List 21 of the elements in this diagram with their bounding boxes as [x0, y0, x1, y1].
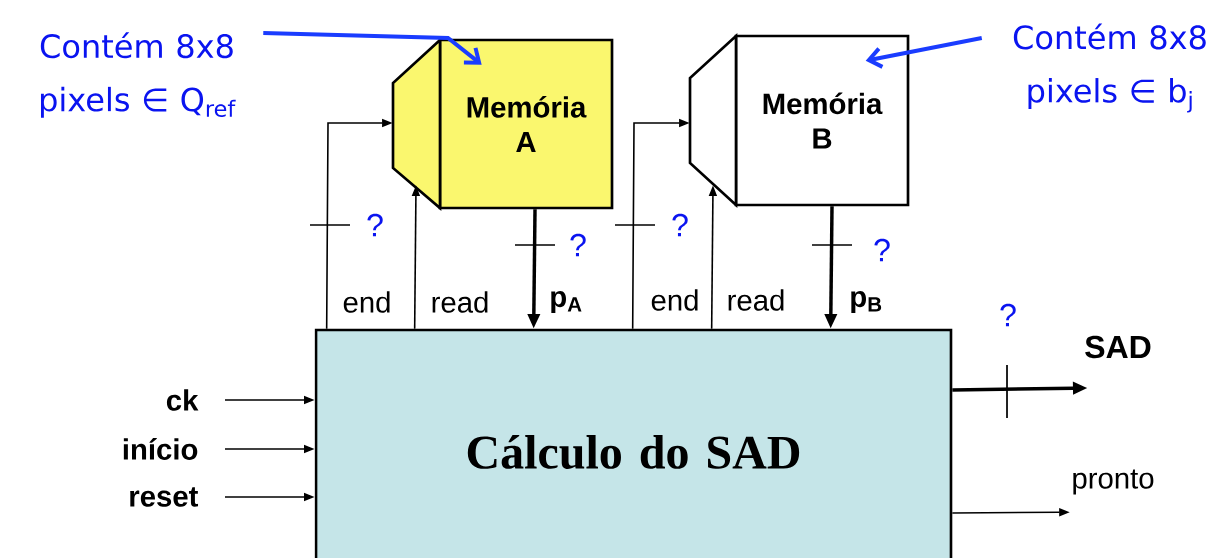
arrow	[263, 31, 482, 65]
bus-width-mark: ?	[367, 213, 383, 237]
signal-name: SAD	[1085, 335, 1151, 359]
bus-width-mark: ?	[570, 233, 586, 257]
bus-width-mark: ?	[874, 238, 890, 262]
edge-label: read	[429, 289, 491, 315]
arrow	[865, 36, 983, 69]
annotation-text: Contém 8x8 pixels ∈ b$_{j}$	[1013, 23, 1206, 113]
signal-name: ck	[166, 389, 199, 411]
edge-label: read	[725, 287, 787, 313]
processing-block: Cálculo do SAD	[314, 328, 953, 558]
edge-label: p$_{A}$	[547, 289, 585, 315]
signal-name: início	[123, 438, 198, 460]
edge-label: p$_{B}$	[847, 289, 885, 315]
annotation-text: Contém 8x8 pixels ∈ Q$_{ref}$	[40, 32, 236, 118]
bus-width-mark: ?	[1000, 303, 1016, 327]
edge-label: end	[649, 287, 701, 313]
bus-width-mark: ?	[672, 213, 688, 237]
signal-name: pronto	[1073, 469, 1154, 495]
edge-label: end	[341, 289, 393, 315]
signal-name: reset	[130, 487, 199, 507]
